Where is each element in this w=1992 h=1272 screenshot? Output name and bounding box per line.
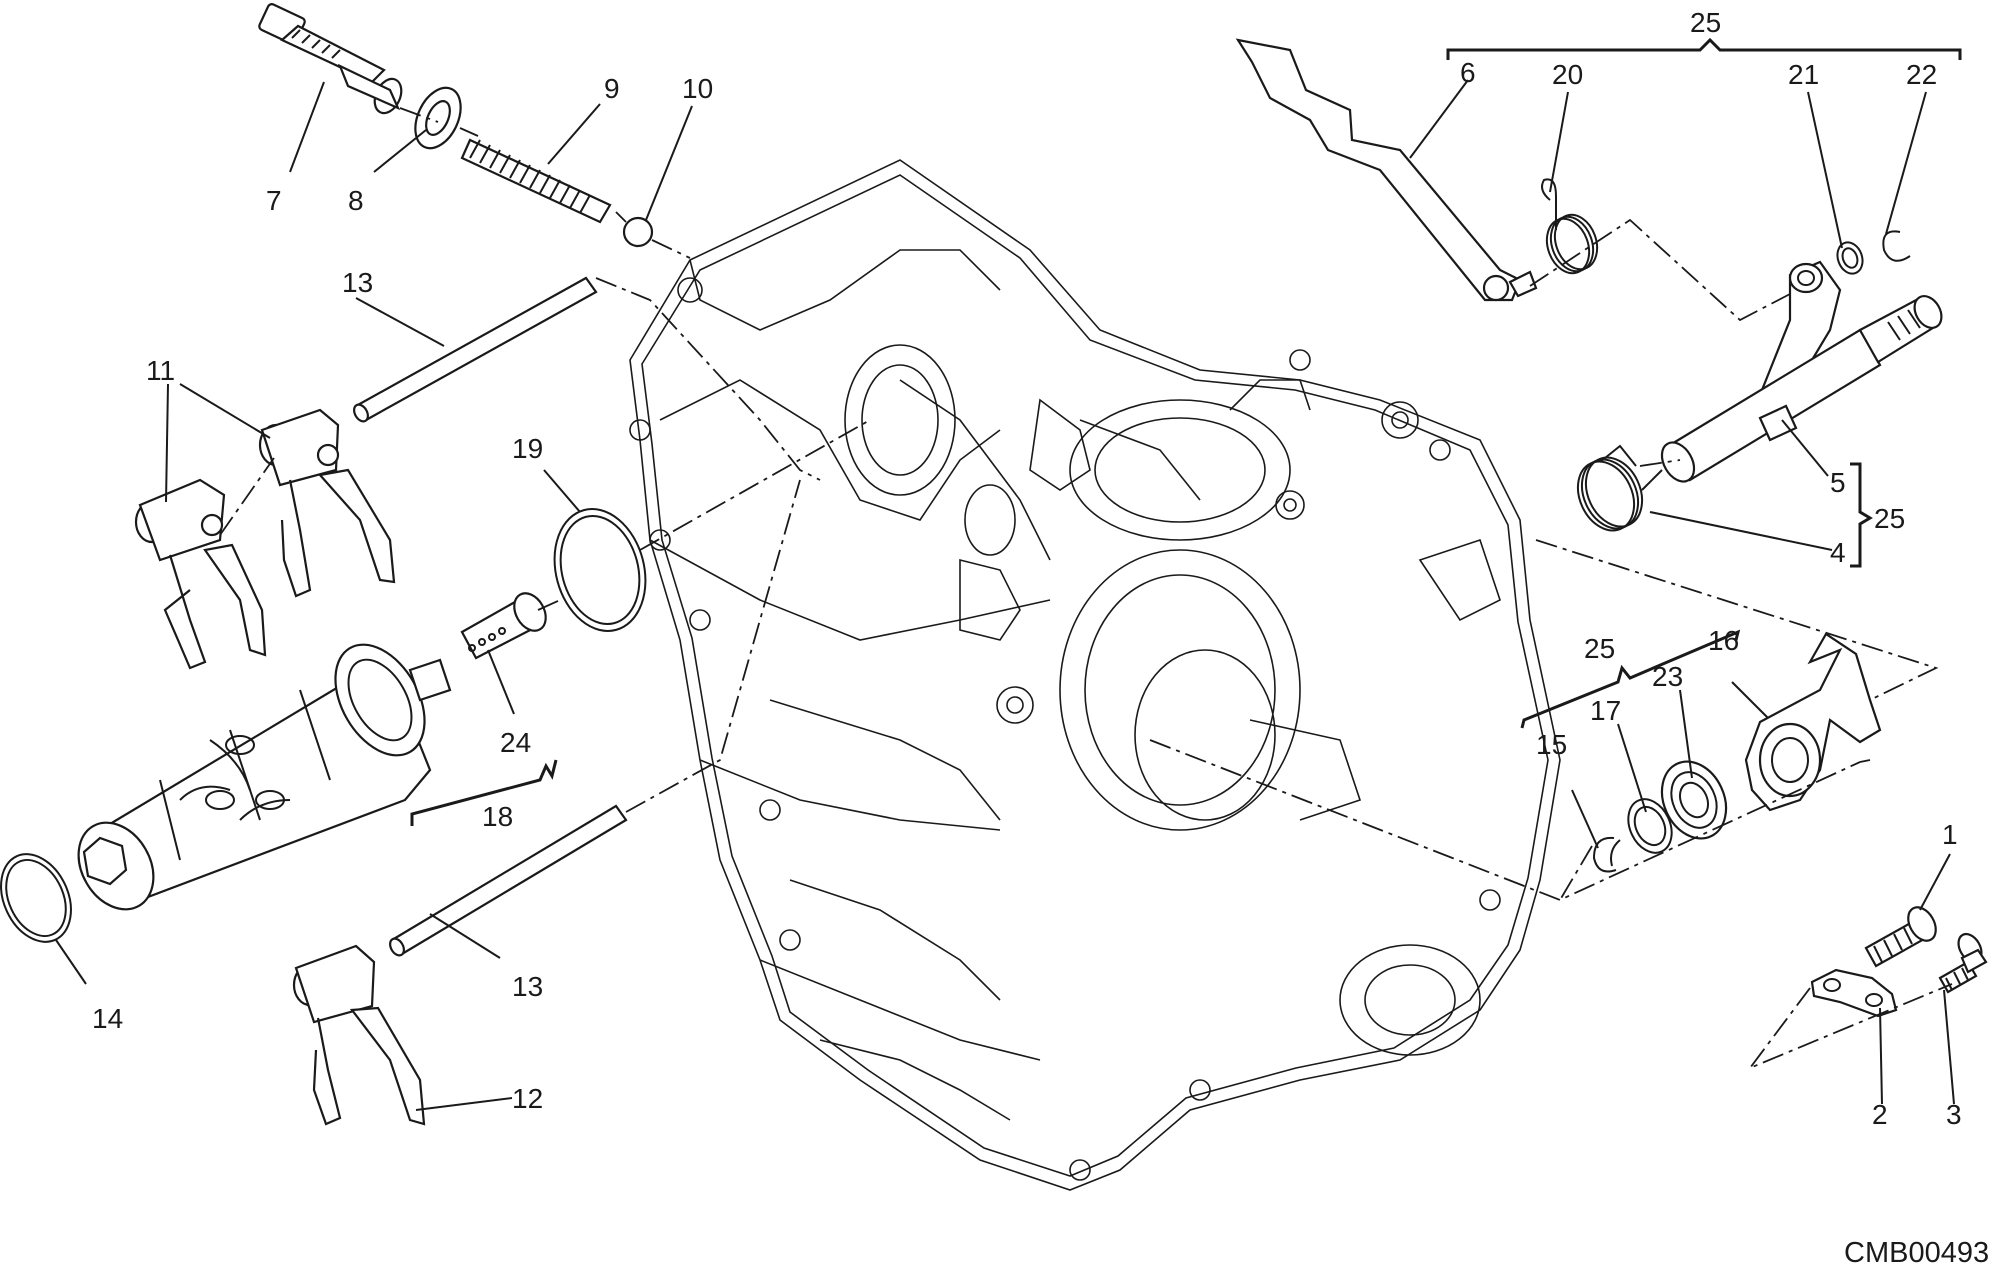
bearing-23-icon [1660, 760, 1728, 840]
callout-24: 24 [500, 727, 531, 758]
callout-16: 16 [1708, 625, 1739, 656]
shift-fork-11a-icon [134, 478, 267, 670]
callout-13-upper: 13 [342, 267, 373, 298]
callout-12: 12 [512, 1083, 543, 1114]
callout-1: 1 [1942, 819, 1958, 850]
callout-5: 5 [1830, 467, 1846, 498]
callout-25-low: 25 [1584, 633, 1615, 664]
callout-14: 14 [92, 1003, 123, 1034]
screw-3-icon [1938, 932, 1988, 994]
o-ring-14-icon [0, 853, 72, 943]
callout-19: 19 [512, 433, 543, 464]
fork-rod-upper-icon [353, 276, 598, 423]
callout-17: 17 [1590, 695, 1621, 726]
shift-fork-12-icon [292, 944, 426, 1126]
detent-screw-icon [258, 3, 403, 115]
callout-8: 8 [348, 185, 364, 216]
circlip-22-icon [1882, 230, 1911, 262]
shift-fork-11b-icon [258, 408, 396, 598]
shift-drum-icon [77, 643, 452, 911]
callout-25-mid: 25 [1874, 503, 1905, 534]
screw-1-icon [1864, 906, 1937, 968]
crankcase-half-icon [629, 159, 1561, 1191]
callout-22: 22 [1906, 59, 1937, 90]
retaining-plate-2-icon [1810, 968, 1898, 1018]
ball-icon [622, 216, 654, 248]
callout-9: 9 [604, 73, 620, 104]
leader-lines [55, 37, 1962, 1111]
callout-23: 23 [1652, 661, 1683, 692]
callout-11: 11 [146, 355, 175, 386]
callout-21: 21 [1788, 59, 1819, 90]
circlip-21-icon [1836, 241, 1864, 275]
callout-6: 6 [1460, 57, 1476, 88]
selector-arm-icon [1235, 38, 1538, 302]
washer-icon [414, 86, 462, 150]
callout-7: 7 [266, 185, 282, 216]
callout-13-lower: 13 [512, 971, 543, 1002]
callout-2: 2 [1872, 1099, 1888, 1130]
callout-15: 15 [1536, 729, 1567, 760]
return-spring-4-icon [1576, 444, 1663, 532]
ring-17-icon [1627, 798, 1673, 854]
fork-rod-lower-icon [389, 804, 628, 957]
detent-spring-icon [460, 138, 612, 224]
callout-20: 20 [1552, 59, 1583, 90]
circlip-15-icon [1592, 836, 1621, 873]
drawing-code: CMB00493 [1844, 1237, 1989, 1269]
o-ring-19-icon [553, 508, 647, 632]
selector-shaft-icon [1660, 260, 1943, 483]
shift-pin-icon [460, 592, 547, 660]
callout-4: 4 [1830, 537, 1846, 568]
callout-25-top: 25 [1690, 7, 1721, 38]
callout-18: 18 [482, 801, 513, 832]
callout-labels: 7 8 9 10 13 11 19 24 18 14 13 12 25 6 20… [92, 7, 1989, 1269]
selector-plate-16-icon [1744, 632, 1882, 812]
callout-10: 10 [682, 73, 713, 104]
assembly-centerlines [219, 107, 1953, 1071]
callout-3: 3 [1946, 1099, 1962, 1130]
torsion-spring-20-icon [1541, 178, 1599, 275]
